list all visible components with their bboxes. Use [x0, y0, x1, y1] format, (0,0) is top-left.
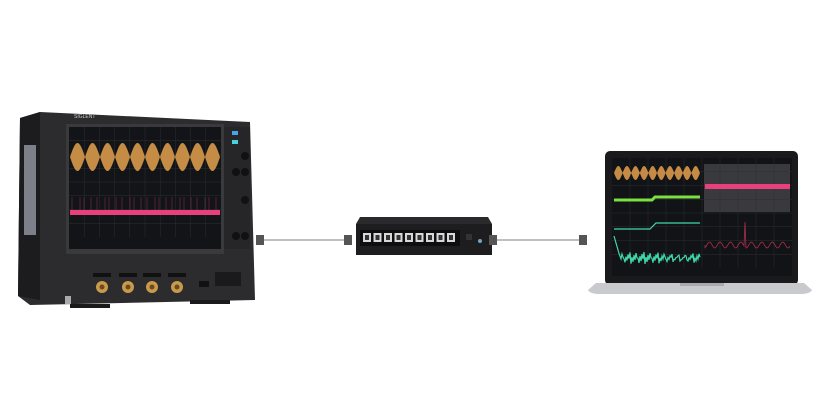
channel-label [168, 273, 186, 277]
ethernet-cable-scope [256, 235, 352, 245]
rj45-connector [489, 235, 497, 245]
side-handle [24, 145, 36, 235]
knob[interactable] [241, 168, 249, 176]
ch2-waveform [705, 184, 790, 189]
ch1-waveform [70, 143, 220, 171]
knob[interactable] [232, 168, 240, 176]
rj45-connector [344, 235, 352, 245]
knob[interactable] [241, 196, 249, 204]
fft-waveform [704, 221, 791, 249]
rj45-connector [579, 235, 587, 245]
channel-label [119, 273, 137, 277]
knob[interactable] [241, 232, 249, 240]
ch2-waveform [70, 197, 220, 215]
ch4-waveform [614, 222, 700, 230]
control-button[interactable] [232, 131, 238, 135]
siglent-logo: SIGLENT [74, 114, 95, 120]
network-switch [356, 217, 492, 255]
ethernet-cable-laptop [489, 235, 587, 245]
control-panel [224, 127, 250, 249]
oscilloscope: SIGLENT [18, 112, 255, 308]
channel-label [143, 273, 161, 277]
laptop-base [588, 283, 812, 294]
rj45-connector [256, 235, 264, 245]
ch2-trace [70, 210, 220, 215]
ch4-noise-waveform [613, 235, 701, 265]
laptop [588, 151, 812, 294]
usb-port [199, 281, 209, 287]
channel-label [93, 273, 111, 277]
knob[interactable] [241, 152, 249, 160]
power-button[interactable] [65, 296, 71, 304]
io-panel [215, 272, 241, 286]
control-button[interactable] [232, 140, 238, 144]
ch3-waveform [614, 195, 700, 202]
ch1-waveform [614, 166, 700, 180]
knob[interactable] [232, 232, 240, 240]
